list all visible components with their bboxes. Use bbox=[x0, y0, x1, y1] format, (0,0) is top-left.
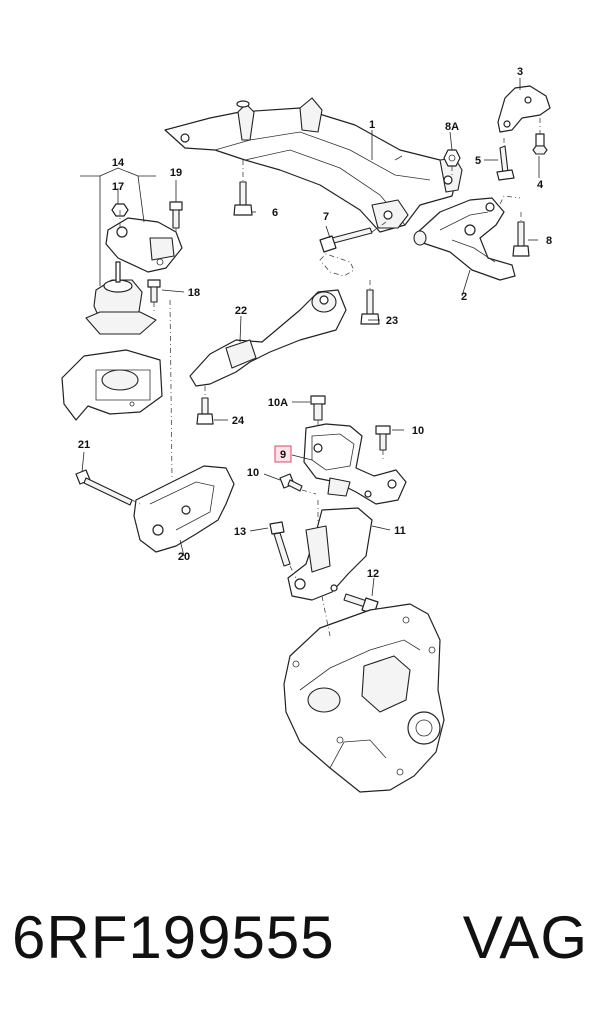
callout-10a: 10A bbox=[268, 397, 288, 409]
callout-18: 18 bbox=[188, 287, 200, 299]
callout-10-left: 10 bbox=[247, 467, 259, 479]
callout-17: 17 bbox=[112, 181, 124, 193]
callout-14-leader-b bbox=[137, 175, 145, 223]
callout-12: 12 bbox=[367, 568, 379, 580]
bracket-part-11 bbox=[287, 507, 373, 601]
callout-20: 20 bbox=[178, 551, 190, 563]
callout-labels: 1 2 3 4 5 6 7 8 8A 9 10A 10 10 11 12 13 … bbox=[78, 66, 552, 580]
transmission-mount-part-9 bbox=[303, 423, 407, 505]
callout-21: 21 bbox=[78, 439, 90, 451]
highlight-box-9 bbox=[274, 445, 292, 463]
callout-2: 2 bbox=[461, 291, 467, 303]
nut-4 bbox=[532, 133, 548, 155]
bolt-5 bbox=[496, 145, 515, 181]
callout-1: 1 bbox=[369, 119, 375, 131]
torque-rod-part bbox=[189, 289, 347, 387]
leader-lines bbox=[81, 78, 540, 597]
bolt-13 bbox=[269, 521, 291, 567]
callout-22: 22 bbox=[235, 305, 247, 317]
callout-8: 8 bbox=[546, 235, 552, 247]
callout-19: 19 bbox=[170, 167, 182, 179]
callout-14-bracket bbox=[80, 167, 156, 177]
bolt-7 bbox=[319, 227, 373, 253]
bolt-19 bbox=[169, 201, 183, 229]
callout-6: 6 bbox=[272, 207, 278, 219]
callout-4: 4 bbox=[537, 179, 544, 191]
callout-8a: 8A bbox=[445, 121, 459, 133]
part-number-text: 6RF199555 bbox=[12, 903, 335, 971]
engine-mount-part-14 bbox=[85, 217, 183, 335]
bolt-21 bbox=[75, 469, 133, 506]
bolt-23 bbox=[360, 289, 380, 325]
subframe-part bbox=[164, 97, 463, 233]
bolt-10a bbox=[310, 395, 326, 421]
callout-14: 14 bbox=[112, 157, 125, 169]
brand-text: VAG bbox=[462, 903, 588, 971]
callout-10-right: 10 bbox=[412, 425, 424, 437]
bracket-part bbox=[497, 85, 551, 133]
callout-11: 11 bbox=[394, 525, 406, 537]
callout-5: 5 bbox=[475, 155, 481, 167]
callout-3: 3 bbox=[517, 66, 523, 78]
callout-9: 9 bbox=[280, 449, 286, 461]
bolt-8 bbox=[512, 221, 530, 257]
callout-23: 23 bbox=[386, 315, 398, 327]
callout-24: 24 bbox=[232, 415, 245, 427]
bolt-10-left bbox=[279, 473, 303, 492]
gearbox-part bbox=[283, 603, 445, 793]
heat-shield-part bbox=[61, 349, 163, 421]
bolt-18 bbox=[147, 279, 161, 303]
engine-bracket-part-20 bbox=[133, 465, 235, 553]
callout-7: 7 bbox=[323, 211, 329, 223]
nut-8a bbox=[443, 149, 461, 167]
bolt-24 bbox=[196, 397, 214, 425]
control-arm-part bbox=[413, 197, 516, 281]
exploded-parts-diagram: 1 2 3 4 5 6 7 8 8A 9 10A 10 10 11 12 13 … bbox=[61, 66, 552, 793]
bolt-10-right bbox=[375, 425, 391, 451]
bolt-6 bbox=[233, 181, 253, 216]
part-caption: 6RF199555 VAG bbox=[12, 892, 588, 982]
callout-13: 13 bbox=[234, 526, 246, 538]
assembly-lines bbox=[119, 118, 541, 637]
